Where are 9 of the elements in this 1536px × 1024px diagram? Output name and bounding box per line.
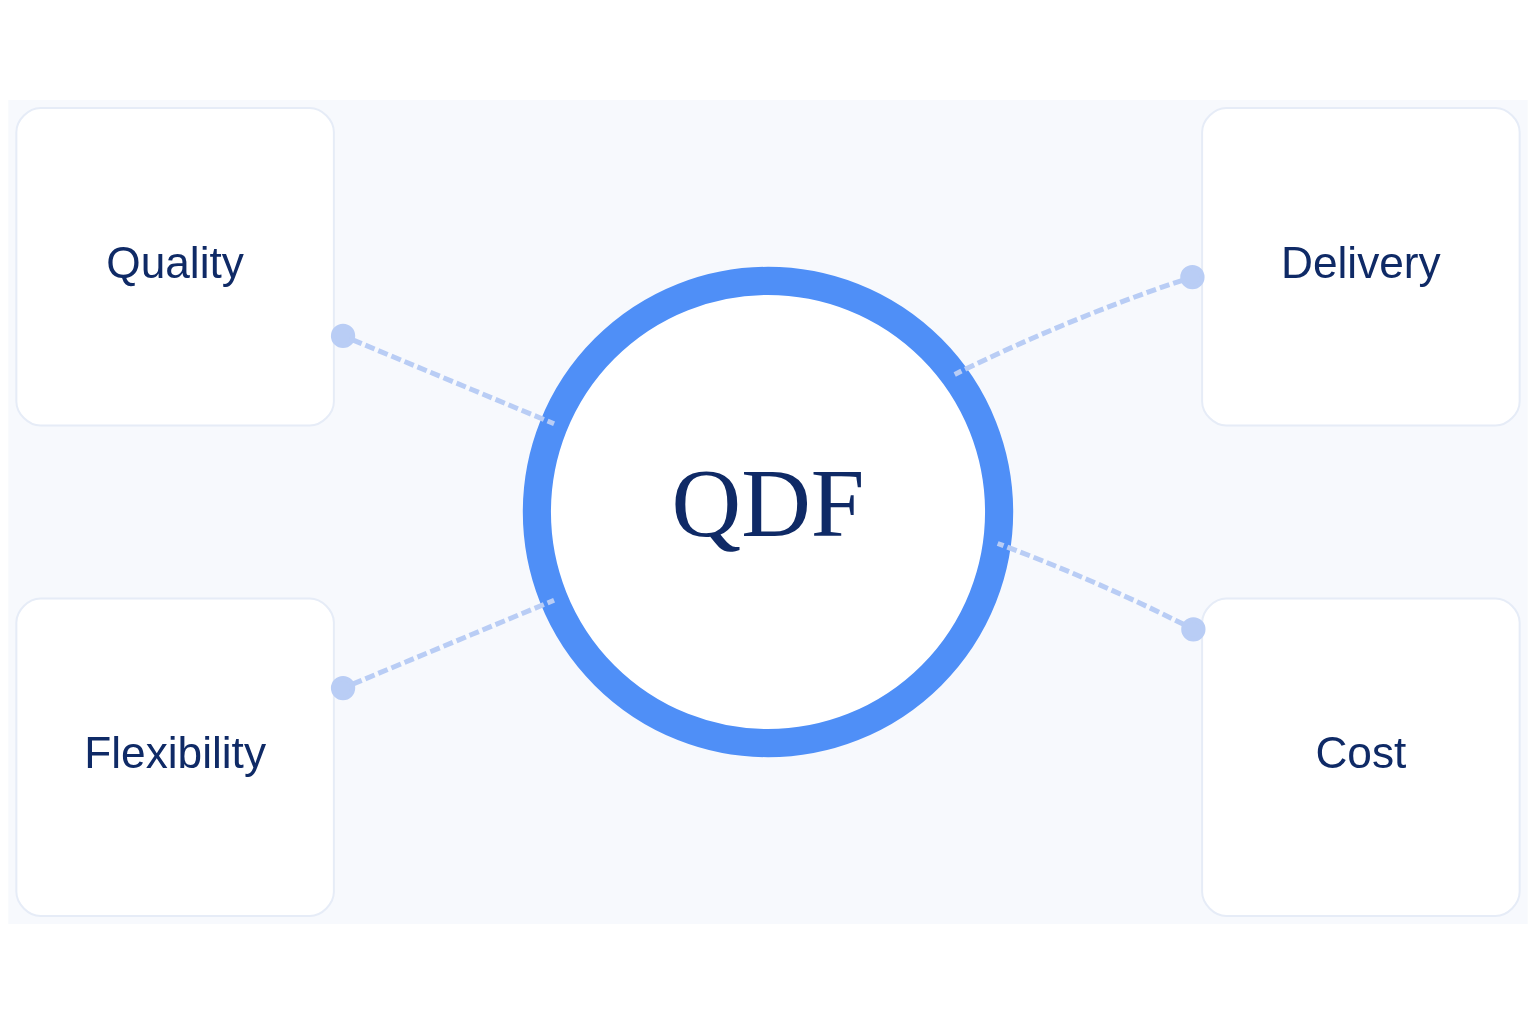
node-box: Cost <box>1201 597 1521 917</box>
connector <box>330 323 556 427</box>
node-box: Delivery <box>1201 107 1521 427</box>
connector <box>330 597 556 701</box>
node-circle: QDF <box>522 266 1014 758</box>
connector <box>953 265 1205 377</box>
node-box: Flexibility <box>15 597 335 917</box>
connector <box>996 541 1206 642</box>
node-box: Quality <box>15 107 335 427</box>
